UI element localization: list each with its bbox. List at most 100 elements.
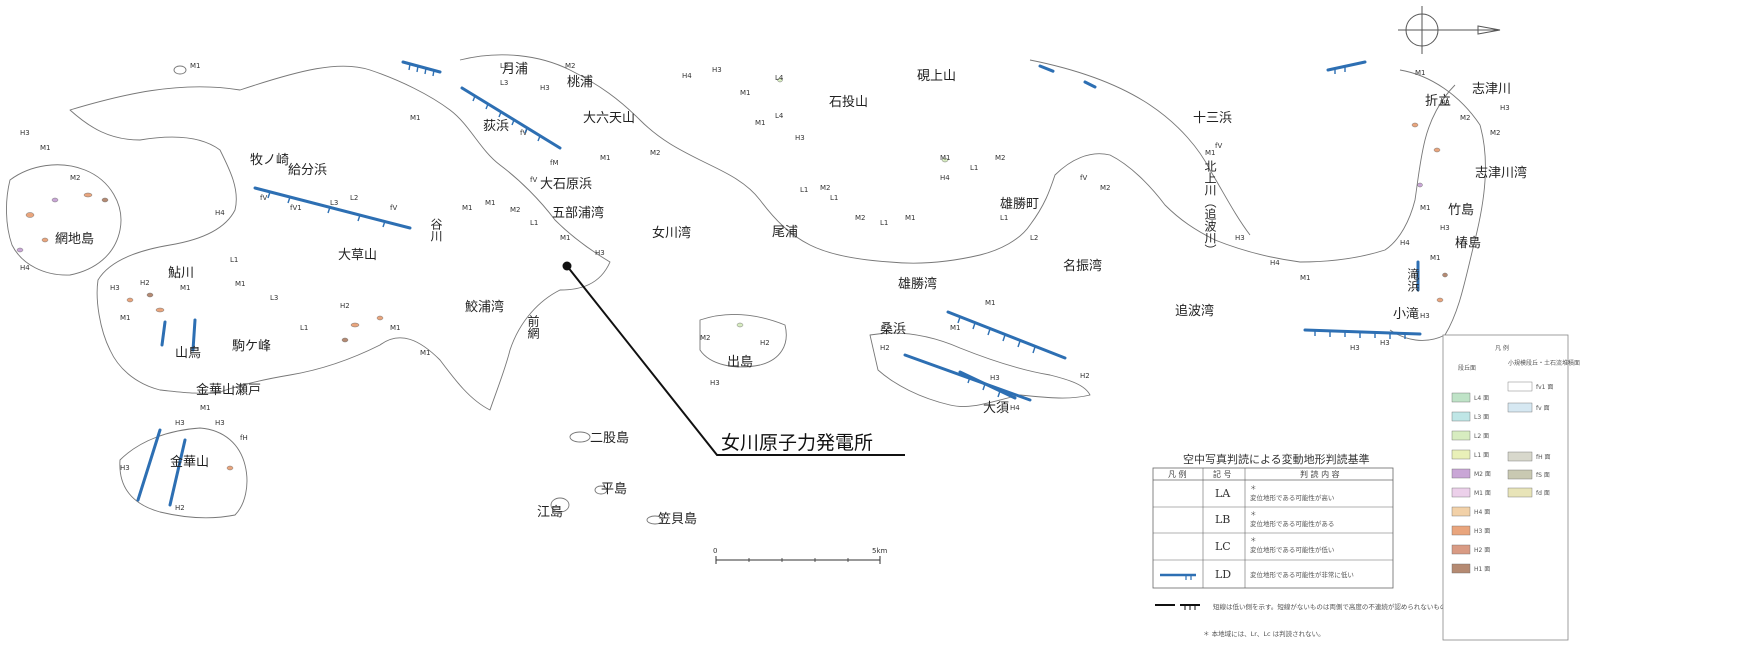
criteria-symbol-la: LA <box>1215 487 1231 500</box>
svg-text:M2: M2 <box>820 184 831 192</box>
place-ogatsu-bay: 雄勝湾 <box>898 276 937 292</box>
svg-text:L4: L4 <box>775 74 784 82</box>
criteria-note-line: 短線は低い側を示す。短線がないものは両側で高度の不連続が認められないもの。 <box>1213 602 1453 611</box>
svg-text:L3: L3 <box>500 79 508 87</box>
place-kyubun: 給分浜 <box>288 163 327 178</box>
svg-text:H4: H4 <box>1400 239 1410 247</box>
svg-text:M1: M1 <box>390 324 401 332</box>
svg-text:H3: H3 <box>1500 104 1510 112</box>
svg-text:M2: M2 <box>565 62 576 70</box>
legend-item-l3: L3 面 <box>1474 414 1489 421</box>
svg-text:M1: M1 <box>420 349 431 357</box>
svg-text:H3: H3 <box>540 84 550 92</box>
svg-text:L1: L1 <box>830 194 838 202</box>
legend-panel: 凡 例 段丘面 小規模段丘・土石流堆積面 L4 面 L3 面 L2 面 L1 面… <box>1442 334 1580 641</box>
svg-text:M1: M1 <box>200 404 211 412</box>
place-yamadori: 山鳥 <box>175 346 201 361</box>
scale-bar: 0 5km <box>713 547 888 564</box>
svg-text:M1: M1 <box>485 199 496 207</box>
legend-item-h1: H1 面 <box>1474 566 1490 573</box>
svg-text:M1: M1 <box>462 204 473 212</box>
svg-text:M2: M2 <box>1100 184 1111 192</box>
svg-text:H3: H3 <box>215 419 225 427</box>
place-suzuriage: 硯上山 <box>917 69 956 84</box>
place-kinkazan-seto: 金華山瀬戸 <box>196 382 261 398</box>
place-enoshima: 江島 <box>537 505 563 520</box>
north-arrow-icon <box>1398 6 1501 54</box>
criteria-symbol-lb: LB <box>1215 513 1230 526</box>
place-ayukawa: 鮎川 <box>168 266 194 281</box>
criteria-desc-lb: 変位地形である可能性がある <box>1250 519 1334 528</box>
criteria-header-symbol: 記 号 <box>1213 469 1232 479</box>
svg-text:fM: fM <box>550 159 559 167</box>
svg-text:L1: L1 <box>880 219 888 227</box>
place-kotaki: 小滝 <box>1393 307 1419 322</box>
place-ishinageyama: 石投山 <box>829 94 868 110</box>
svg-text:fV: fV <box>390 204 397 212</box>
svg-text:H2: H2 <box>880 344 890 352</box>
svg-text:M1: M1 <box>940 154 951 162</box>
svg-text:M2: M2 <box>1490 129 1501 137</box>
place-maki: 牧ノ崎 <box>250 153 289 168</box>
legend-item-l1: L1 面 <box>1474 452 1489 459</box>
svg-text:H4: H4 <box>940 174 950 182</box>
criteria-symbol-lc: LC <box>1215 540 1231 553</box>
legend-col2-head: 小規模段丘・土石流堆積面 <box>1508 359 1580 367</box>
svg-text:M1: M1 <box>40 144 51 152</box>
svg-text:H3: H3 <box>1350 344 1360 352</box>
svg-text:L1: L1 <box>970 164 978 172</box>
svg-text:L4: L4 <box>775 112 784 120</box>
svg-text:H2: H2 <box>760 339 770 347</box>
legend-item-fv: fv 面 <box>1536 405 1550 412</box>
svg-text:M1: M1 <box>755 119 766 127</box>
legend-item-l2: L2 面 <box>1474 433 1489 440</box>
svg-text:L2: L2 <box>1030 234 1038 242</box>
svg-text:M1: M1 <box>985 299 996 307</box>
svg-text:H4: H4 <box>682 72 692 80</box>
svg-text:H3: H3 <box>1380 339 1390 347</box>
criteria-note-star: ＊ 本地域には、Lr、Lc は判読されない。 <box>1203 629 1325 638</box>
svg-text:M2: M2 <box>650 149 661 157</box>
legend-item-h2: H2 面 <box>1474 547 1490 554</box>
svg-text:fV1: fV1 <box>290 204 302 212</box>
place-orotate: 折立 <box>1425 94 1451 109</box>
svg-text:H3: H3 <box>120 464 130 472</box>
place-jusanhama: 十三浜 <box>1193 111 1232 126</box>
svg-text:H3: H3 <box>990 374 1000 382</box>
svg-text:H3: H3 <box>1420 312 1430 320</box>
place-maeami: 前網 <box>526 314 540 340</box>
svg-text:H3: H3 <box>795 134 805 142</box>
svg-text:L1: L1 <box>1000 214 1008 222</box>
place-ogatsu-town: 雄勝町 <box>1000 197 1039 212</box>
svg-text:fV: fV <box>1215 142 1222 150</box>
place-nabuli: 名振湾 <box>1063 258 1102 274</box>
legend-item-fd: fd 面 <box>1536 490 1550 497</box>
svg-text:L3: L3 <box>270 294 278 302</box>
place-shizugawa-bay: 志津川湾 <box>1475 165 1527 181</box>
criteria-title: 空中写真判読による変動地形判読基準 <box>1183 452 1370 466</box>
svg-text:L1: L1 <box>300 324 308 332</box>
place-kasagaijima: 笠貝島 <box>658 512 697 527</box>
legend-item-m1: M1 面 <box>1474 490 1491 497</box>
svg-text:fV: fV <box>520 129 527 137</box>
svg-text:H3: H3 <box>20 129 30 137</box>
svg-text:M1: M1 <box>905 214 916 222</box>
svg-text:fV: fV <box>1080 174 1087 182</box>
svg-text:M1: M1 <box>120 314 131 322</box>
terrace-unit-labels: M1 L2 M2 L3 H3 M1 fV fM fV M1 M2 H4 H3 M… <box>20 62 1510 512</box>
svg-text:H3: H3 <box>710 379 720 387</box>
svg-text:H4: H4 <box>1010 404 1020 412</box>
svg-text:H3: H3 <box>175 419 185 427</box>
svg-text:H3: H3 <box>1235 234 1245 242</box>
criteria-star-lc: ＊ <box>1250 536 1257 544</box>
place-momonoura: 桃浦 <box>567 75 593 90</box>
terrace-patches <box>16 77 1448 471</box>
coastline <box>6 54 1486 519</box>
place-takihama: 滝浜 <box>1406 268 1420 292</box>
svg-text:L1: L1 <box>800 186 808 194</box>
svg-text:M2: M2 <box>995 154 1006 162</box>
svg-text:M1: M1 <box>950 324 961 332</box>
criteria-desc-lc: 変位地形である可能性が低い <box>1250 545 1334 554</box>
plant-callout: 女川原子力発電所 <box>562 261 905 456</box>
